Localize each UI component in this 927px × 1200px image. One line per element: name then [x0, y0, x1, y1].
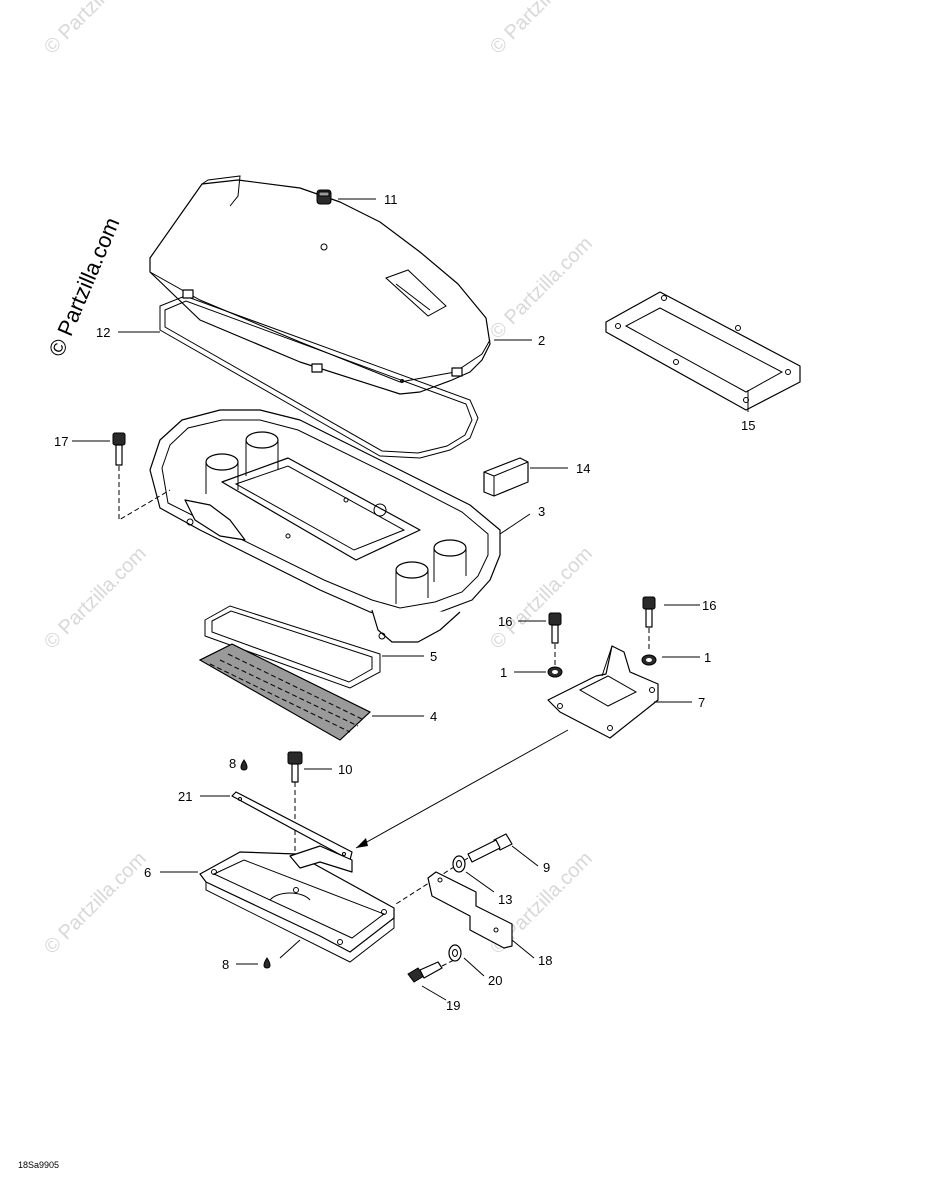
part-washer-20	[448, 944, 462, 962]
leader-lines	[72, 198, 749, 1001]
callout-5: 5	[430, 649, 437, 664]
watermark: © Partzilla.com	[40, 848, 151, 959]
callout-labels: 11 2 12 17 14 3 15 16 16 1 1 7 5 4 8 10 …	[54, 192, 755, 1013]
part-grommet	[316, 189, 332, 205]
part-sealant-drops	[240, 759, 271, 969]
part-filter-screen	[198, 643, 371, 741]
part-washer-13	[452, 855, 466, 873]
part-screw-16-right	[642, 596, 656, 652]
part-screw-19	[407, 959, 455, 983]
callout-7: 7	[698, 695, 705, 710]
callout-1-left: 1	[500, 665, 507, 680]
part-clip	[483, 457, 529, 497]
part-adapter	[199, 845, 395, 963]
callout-14: 14	[576, 461, 590, 476]
callout-17: 17	[54, 434, 68, 449]
part-airbox-base	[149, 409, 501, 643]
part-washers	[547, 654, 657, 678]
callout-1-right: 1	[704, 650, 711, 665]
watermark: © Partzilla.com	[40, 0, 151, 59]
callout-15: 15	[741, 418, 755, 433]
callout-19: 19	[446, 998, 460, 1013]
part-airbox-cover	[149, 175, 491, 395]
part-filter-gasket	[204, 605, 381, 689]
callout-18: 18	[538, 953, 552, 968]
callout-6: 6	[144, 865, 151, 880]
callout-11: 11	[384, 192, 398, 207]
callout-9: 9	[543, 860, 550, 875]
part-screw-16-left	[548, 612, 562, 666]
watermark: © Partzilla.com	[40, 543, 151, 654]
callout-10: 10	[338, 762, 352, 777]
watermark: © Partzilla.com	[486, 0, 597, 59]
part-screw-17	[112, 432, 171, 521]
callout-8-top: 8	[229, 756, 236, 771]
callout-2: 2	[538, 333, 545, 348]
callout-16-left: 16	[498, 614, 512, 629]
callout-8-bottom: 8	[222, 957, 229, 972]
callout-21: 21	[178, 789, 192, 804]
part-cover-seal	[159, 289, 479, 459]
part-bracket-18	[427, 871, 513, 949]
callout-13: 13	[498, 892, 512, 907]
callout-20: 20	[488, 973, 502, 988]
watermark-main: © Partzilla.com	[44, 214, 125, 360]
diagram-reference-code: 18Sa9905	[18, 1160, 59, 1170]
callout-4: 4	[430, 709, 437, 724]
callout-12: 12	[96, 325, 110, 340]
part-adapter-gasket	[605, 291, 801, 411]
callout-3: 3	[538, 504, 545, 519]
watermark: © Partzilla.com	[486, 543, 597, 654]
part-bracket-plate	[355, 645, 659, 849]
callout-16-right: 16	[702, 598, 716, 613]
watermark: © Partzilla.com	[486, 233, 597, 344]
part-strip	[231, 791, 353, 861]
